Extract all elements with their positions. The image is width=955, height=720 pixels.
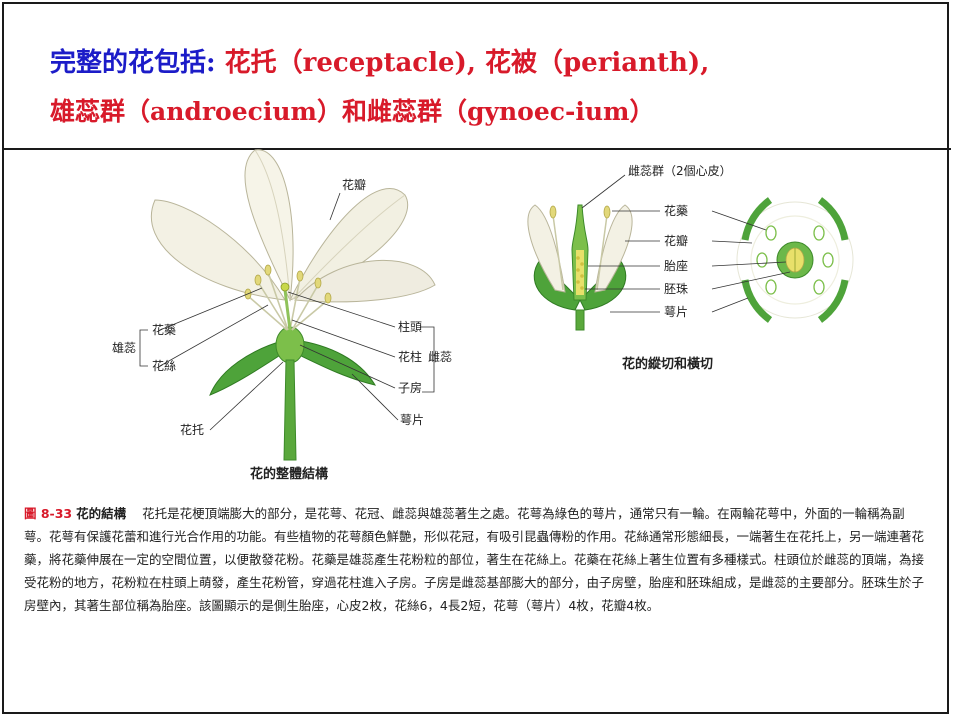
label-petal: 花瓣: [342, 177, 366, 192]
figure-description: 圖 8-33 花的結構 花托是花梗頂端膨大的部分，是花萼、花冠、雌蕊與雄蕊著生之…: [24, 502, 929, 617]
right-leader-lines: [581, 174, 791, 313]
label-ovule: 胚珠: [664, 282, 688, 296]
label-stamen: 雄蕊: [112, 340, 136, 355]
figure-title: 花的結構: [76, 506, 127, 521]
cross-section-illustration: [736, 197, 854, 323]
title-divider: [4, 148, 951, 150]
description-text: 花托是花梗頂端膨大的部分，是花萼、花冠、雌蕊與雄蕊著生之處。花萼為綠色的萼片，通…: [24, 506, 925, 613]
left-figure-labels: 花瓣 花藥 雄蕊 花絲 柱頭 花柱 雌蕊 子房 萼片 花托 花的整體結構: [112, 177, 452, 482]
title-prefix: 完整的花包括:: [50, 48, 216, 78]
left-figure-caption: 花的整體結構: [250, 466, 328, 482]
right-figure-labels: 雌蕊群（2個心皮） 花藥 花瓣 胎座 胚珠 萼片 花的縱切和橫切: [622, 163, 732, 372]
label-filament: 花絲: [152, 358, 176, 373]
slide-title-line2: 雄蕊群（androecium）和雌蕊群（gynoec-ium）: [50, 97, 655, 126]
right-figure-caption: 花的縱切和橫切: [622, 356, 713, 372]
slide-title-line1: 完整的花包括: 花托（receptacle), 花被（perianth),: [50, 42, 709, 79]
label-sepal-right: 萼片: [664, 305, 688, 319]
whole-flower-illustration: [150, 149, 436, 461]
label-anther-right: 花藥: [664, 203, 688, 218]
label-receptacle: 花托: [180, 422, 204, 437]
label-sepal: 萼片: [400, 413, 424, 427]
label-anther: 花藥: [152, 322, 176, 337]
flower-diagrams: 花瓣 花藥 雄蕊 花絲 柱頭 花柱 雌蕊 子房 萼片 花托 花的整體結構: [112, 149, 854, 482]
label-pistil: 雌蕊: [428, 349, 452, 364]
label-placenta: 胎座: [664, 258, 688, 273]
label-stigma: 柱頭: [398, 319, 422, 334]
title-line1-rest: 花托（receptacle), 花被（perianth),: [215, 48, 710, 78]
label-ovary: 子房: [398, 380, 422, 395]
left-leader-lines: [139, 192, 435, 431]
figure-number: 圖 8-33: [24, 506, 73, 521]
label-style: 花柱: [398, 349, 422, 364]
label-pistil-group: 雌蕊群（2個心皮）: [628, 163, 732, 178]
longitudinal-section-illustration: [527, 204, 633, 331]
label-petal-right: 花瓣: [664, 233, 688, 248]
